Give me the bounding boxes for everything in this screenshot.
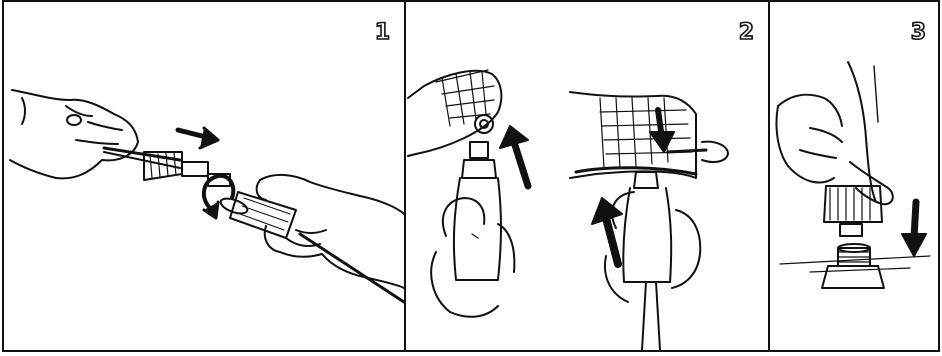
step-panel-1: 1 <box>2 0 406 352</box>
step-panel-2: 2 <box>404 0 770 352</box>
step-3-illustration <box>775 61 931 289</box>
step-2-illustration <box>407 69 729 350</box>
step-number-3: 3 <box>910 19 927 46</box>
step-panel-3: 3 <box>768 0 940 352</box>
step-1-illustration <box>9 89 404 304</box>
step-number-1: 1 <box>374 19 391 46</box>
step-number-2: 2 <box>738 19 755 46</box>
